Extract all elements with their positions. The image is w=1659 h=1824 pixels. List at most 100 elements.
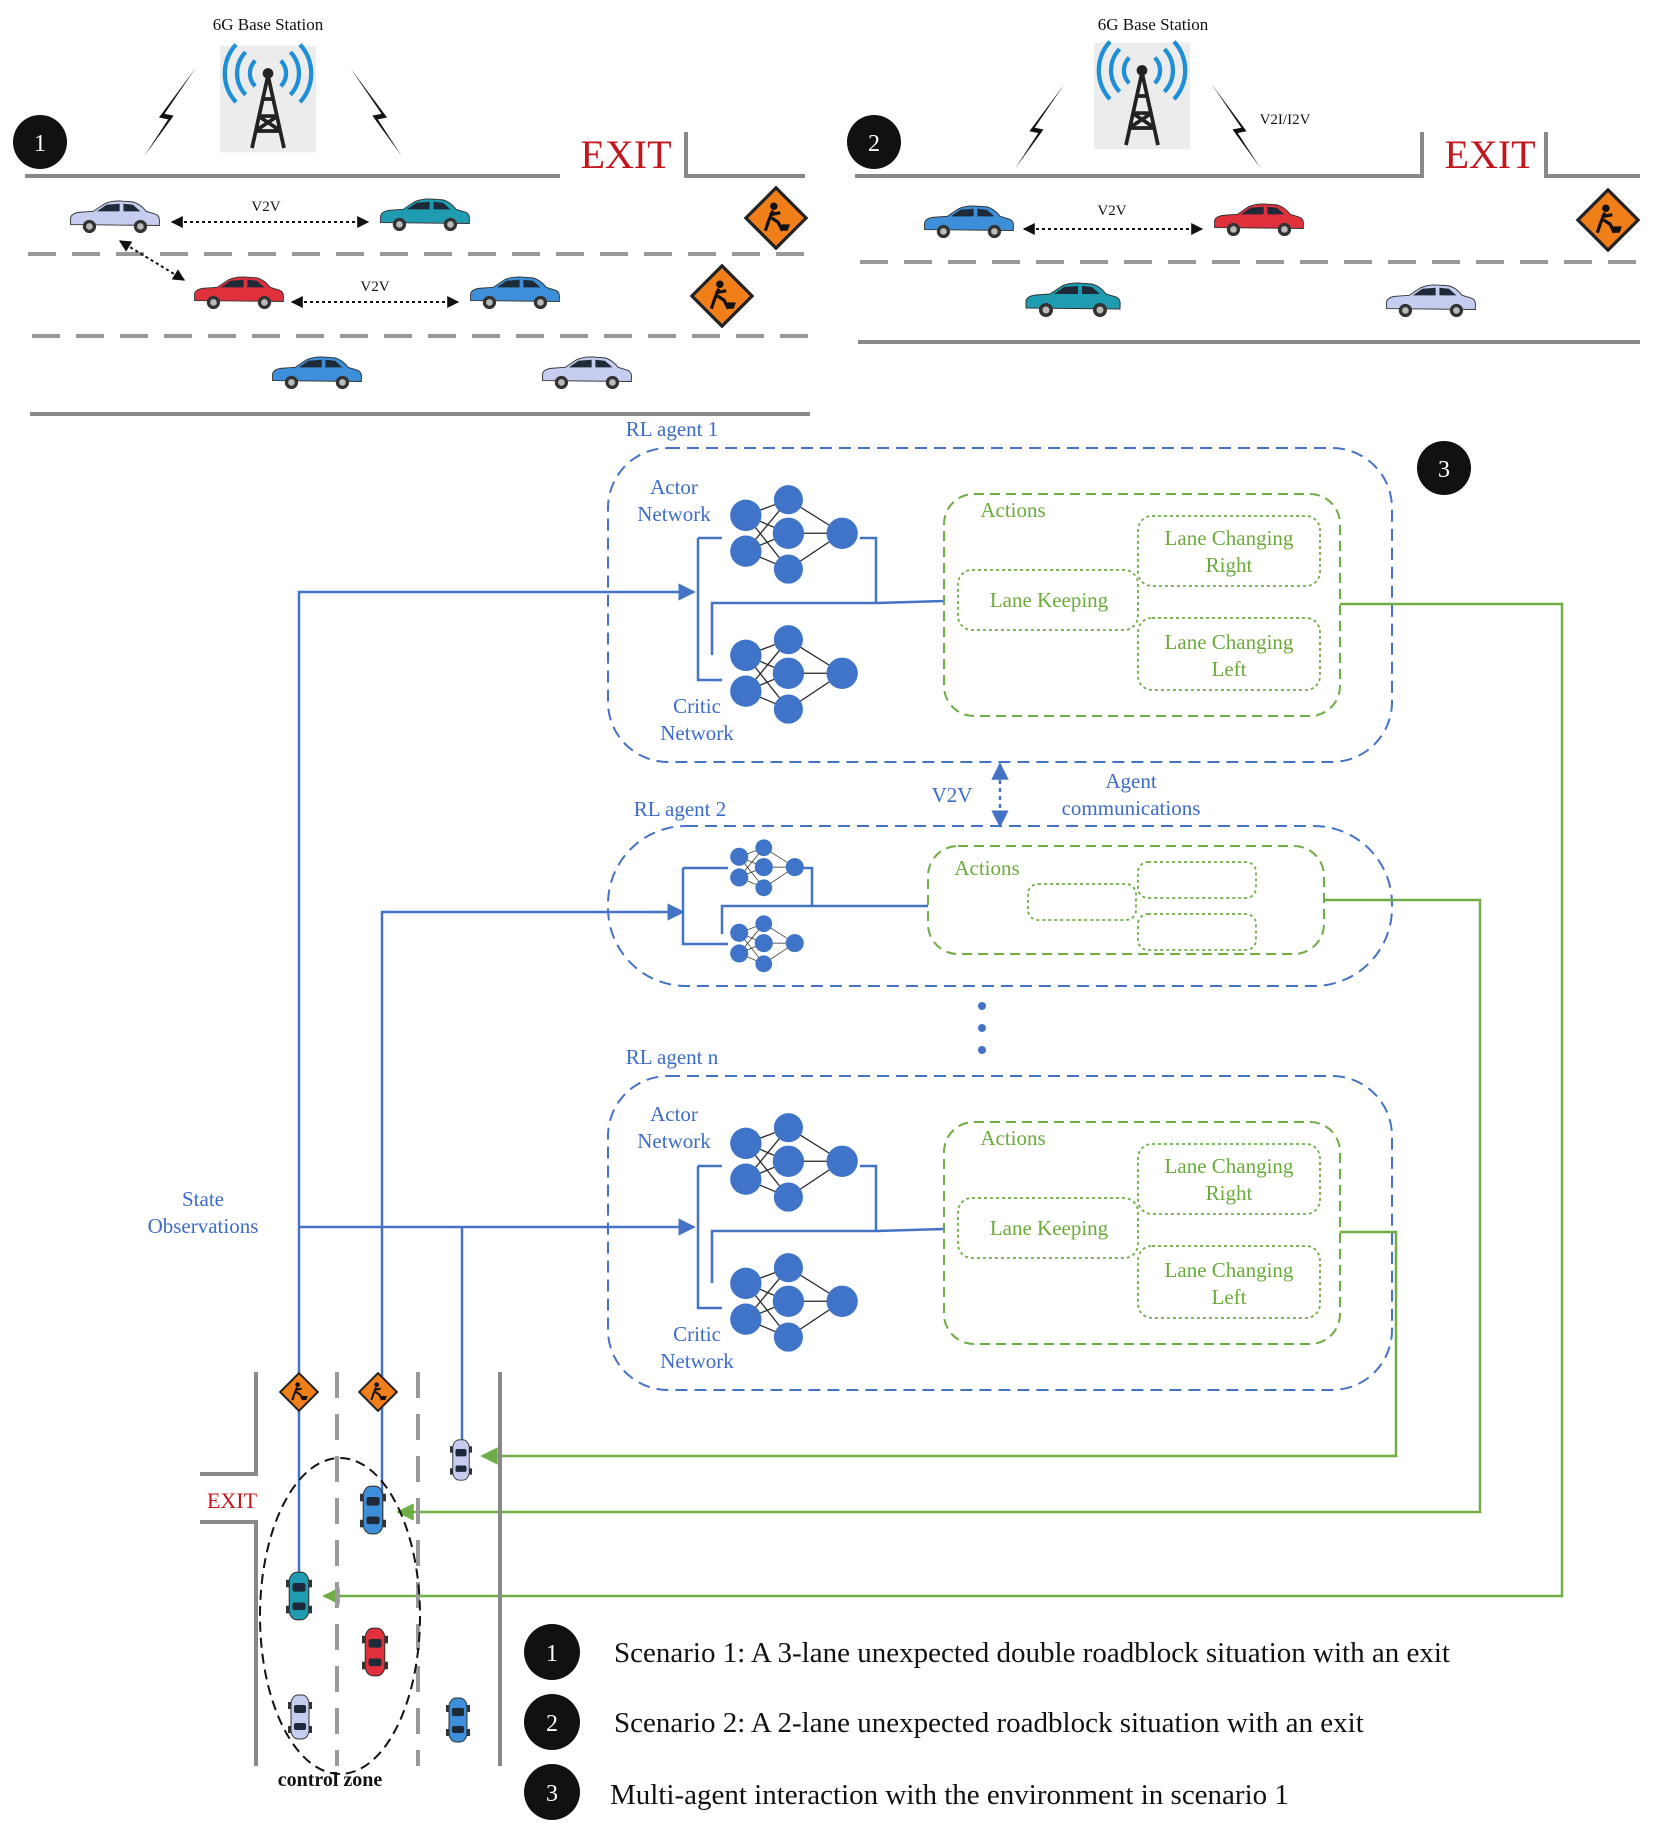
agent-2-container	[607, 825, 1393, 987]
lane-keeping-label: Lane Keeping	[990, 1216, 1109, 1240]
car-icon	[70, 200, 161, 234]
actor-network-icon	[729, 838, 805, 897]
scenario-3-badge	[1417, 441, 1471, 495]
lane-change-right-label: Right	[1206, 1181, 1253, 1205]
critic-network-icon	[729, 624, 859, 725]
lane-change-left-label: Left	[1212, 657, 1247, 681]
agent-n-title: RL agent n	[626, 1045, 719, 1069]
road-exit-sign: EXIT	[207, 1488, 258, 1513]
scenario-3-badge-number: 3	[1438, 457, 1450, 483]
scenario-1-badge-number: 1	[34, 131, 46, 157]
scenario-1-badge	[13, 115, 67, 169]
agent-v2v-label: V2V	[932, 783, 973, 807]
actor-label: Actor	[650, 1102, 698, 1126]
lane-change-left-action	[1137, 617, 1321, 691]
lane-change-left-label: Lane Changing	[1165, 630, 1294, 654]
wireless-link-icon	[1015, 83, 1065, 169]
agent-communications-label: communications	[1062, 796, 1201, 820]
wireless-link-icon	[1211, 83, 1261, 169]
lane-change-left-action	[1137, 1245, 1321, 1319]
scenario-1-panel: 1 6G Base Station EXIT V2V V2V	[13, 15, 810, 416]
actor-label: Actor	[650, 475, 698, 499]
legend-item-text: Multi-agent interaction with the environ…	[610, 1779, 1289, 1811]
environment-road: EXIT control zone	[200, 1372, 502, 1791]
roadwork-sign-icon	[744, 186, 808, 250]
ellipsis-dot	[978, 1046, 986, 1054]
actions-title: Actions	[980, 1126, 1045, 1150]
lane-change-right-action	[1137, 861, 1257, 899]
critic-label: Network	[660, 1349, 734, 1373]
car-icon	[1214, 203, 1305, 237]
exit-sign-1: EXIT	[580, 132, 671, 177]
car-icon	[360, 1485, 386, 1535]
state-observations-label: State	[182, 1187, 224, 1211]
car-icon	[380, 198, 471, 232]
observation-link-agent-1	[297, 583, 696, 1590]
road-edge	[855, 132, 1424, 178]
network-link	[696, 1166, 722, 1310]
base-station-tower-icon	[220, 45, 316, 153]
agent-communications-label: Agent	[1105, 769, 1156, 793]
scenario-2-badge-number: 2	[868, 131, 880, 157]
car-icon	[286, 1571, 312, 1621]
car-icon	[272, 356, 363, 390]
car-icon	[470, 276, 561, 310]
rl-agent-2: RL agent 2 Actions	[607, 797, 1393, 987]
legend-badge	[524, 1694, 580, 1750]
legend-item-text: Scenario 2: A 2-lane unexpected roadbloc…	[614, 1707, 1364, 1739]
scenario-2-badge	[847, 115, 901, 169]
actor-label: Network	[637, 1129, 711, 1153]
v2i-label: V2I/I2V	[1260, 112, 1311, 128]
critic-network-icon	[729, 1252, 859, 1353]
car-icon	[446, 1697, 470, 1743]
v2v-label: V2V	[251, 199, 280, 215]
critic-label: Critic	[673, 1322, 721, 1346]
action-link-agent-2	[396, 898, 1482, 1521]
car-icon	[1025, 282, 1121, 318]
wireless-link-icon	[144, 67, 196, 157]
wireless-link-icon	[350, 67, 402, 157]
control-zone-label: control zone	[278, 1769, 383, 1791]
rl-agent-1: RL agent 1 Actor Network Critic Network …	[607, 417, 1393, 763]
exit-ramp	[684, 132, 805, 178]
car-icon	[288, 1694, 312, 1740]
agent-1-title: RL agent 1	[626, 417, 719, 441]
network-link	[681, 868, 728, 946]
exit-sign-2: EXIT	[1444, 132, 1535, 177]
actor-network-icon	[729, 1112, 859, 1213]
lane-change-left-label: Left	[1212, 1285, 1247, 1309]
car-icon	[362, 1627, 388, 1677]
legend-badge-number: 1	[546, 1641, 558, 1667]
ellipsis-dot	[978, 1002, 986, 1010]
lane-keeping-label: Lane Keeping	[990, 588, 1109, 612]
network-link	[875, 599, 945, 605]
actor-network-icon	[729, 484, 859, 585]
base-station-label-1: 6G Base Station	[213, 15, 324, 34]
car-icon	[450, 1439, 472, 1481]
exit-ramp	[200, 1520, 258, 1766]
roadwork-sign-icon	[358, 1372, 398, 1412]
v2v-label: V2V	[360, 279, 389, 295]
base-station-tower-icon	[1094, 42, 1190, 150]
actor-label: Network	[637, 502, 711, 526]
critic-label: Network	[660, 721, 734, 745]
legend-badge-number: 2	[546, 1711, 558, 1737]
base-station-label-2: 6G Base Station	[1098, 15, 1209, 34]
legend: 1 Scenario 1: A 3-lane unexpected double…	[524, 1624, 1450, 1820]
lane-change-right-label: Right	[1206, 553, 1253, 577]
exit-ramp	[1544, 132, 1640, 178]
state-observations-label: Observations	[148, 1214, 259, 1238]
car-icon	[542, 356, 633, 390]
agent-2-title: RL agent 2	[634, 797, 727, 821]
legend-badge	[524, 1764, 580, 1820]
lane-change-right-label: Lane Changing	[1165, 526, 1294, 550]
v2v-label: V2V	[1097, 203, 1126, 219]
control-zone-boundary	[259, 1457, 421, 1775]
action-link-agent-1	[322, 602, 1564, 1605]
rl-agent-n: RL agent n Actor Network Critic Network …	[607, 1045, 1393, 1391]
observation-link-agent-2	[380, 903, 685, 1520]
network-link	[875, 1227, 945, 1233]
critic-label: Critic	[673, 694, 721, 718]
car-icon	[924, 205, 1015, 239]
network-link	[696, 538, 722, 682]
